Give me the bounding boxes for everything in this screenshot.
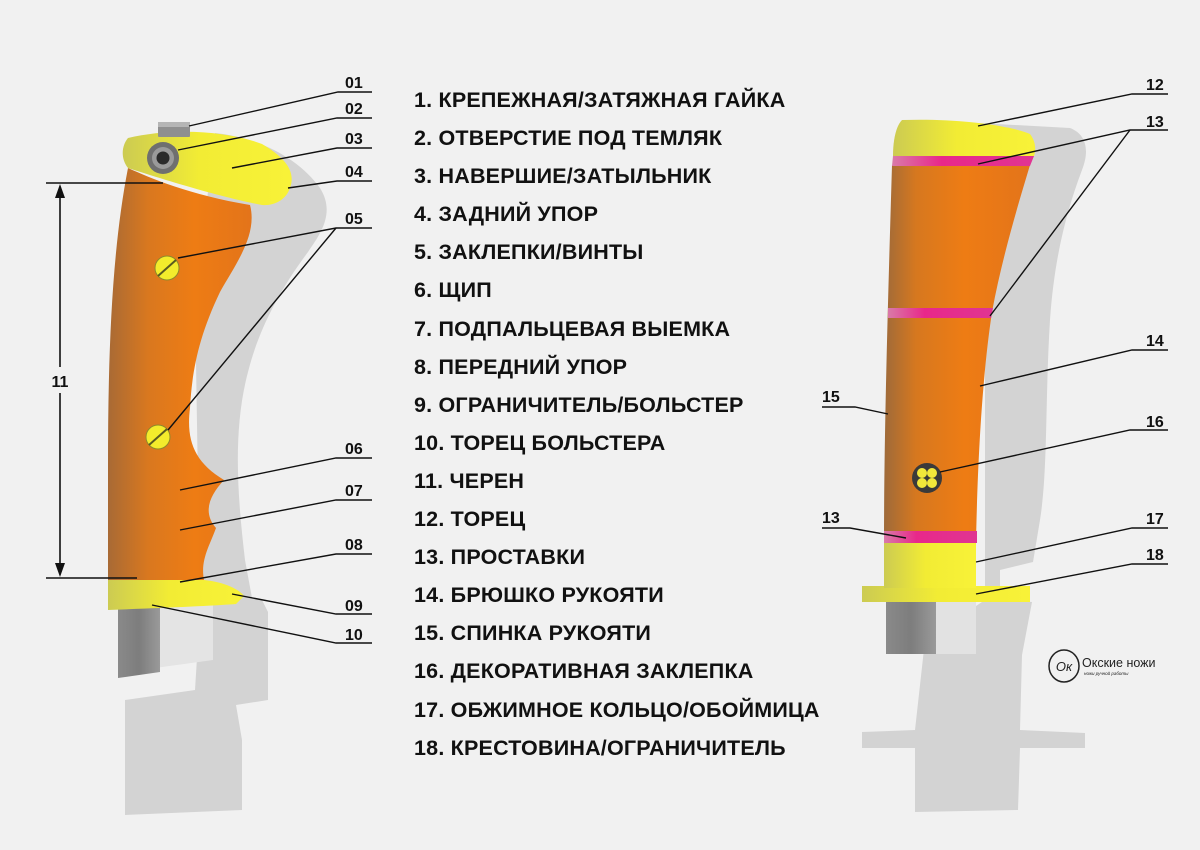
legend-item: 18. КРЕСТОВИНА/ОГРАНИЧИТЕЛЬ	[414, 735, 786, 760]
legend-item: 3. НАВЕРШИЕ/ЗАТЫЛЬНИК	[414, 164, 712, 189]
callout-label-04: 04	[345, 164, 363, 181]
callout-label-16: 16	[1146, 414, 1164, 431]
right-spacer-middle	[888, 308, 993, 318]
left-bolster	[108, 580, 244, 610]
left-handle-body	[108, 168, 252, 580]
right-leader-lines	[822, 93, 1168, 595]
leader-02	[177, 117, 372, 151]
left-blade	[118, 605, 213, 678]
callout-label-09: 09	[345, 598, 363, 615]
left-knife-side-view: 11	[46, 122, 327, 815]
logo-title: Окские ножи	[1082, 656, 1156, 670]
callout-label-03: 03	[345, 131, 363, 148]
right-knife-shadow	[862, 122, 1086, 812]
legend-item: 1. КРЕПЕЖНАЯ/ЗАТЯЖНАЯ ГАЙКА	[414, 88, 786, 112]
legend-item: 10. ТОРЕЦ БОЛЬСТЕРА	[414, 430, 666, 455]
left-rivet-upper	[154, 255, 180, 281]
callout-label-18: 18	[1146, 547, 1164, 564]
leader-14	[979, 349, 1168, 387]
legend-item: 7. ПОДПАЛЬЦЕВАЯ ВЫЕМКА	[414, 316, 731, 341]
callout-label-13: 13	[1146, 114, 1164, 131]
blade-light-face	[155, 605, 213, 668]
legend-item: 14. БРЮШКО РУКОЯТИ	[414, 583, 664, 608]
callout-label-14: 14	[1146, 333, 1164, 350]
leader-12	[977, 93, 1168, 127]
legend-item: 16. ДЕКОРАТИВНАЯ ЗАКЛЕПКА	[414, 659, 754, 684]
callout-label-13-lower: 13	[822, 510, 840, 527]
legend-item: 17. ОБЖИМНОЕ КОЛЬЦО/ОБОЙМИЦА	[414, 697, 820, 722]
legend-item: 11. ЧЕРЕН	[414, 468, 525, 493]
leader-17	[975, 527, 1168, 563]
left-rivet-lower	[145, 424, 171, 450]
dimension-11	[46, 182, 163, 579]
parts-legend: 1. КРЕПЕЖНАЯ/ЗАТЯЖНАЯ ГАЙКА 2. ОТВЕРСТИЕ…	[414, 88, 820, 774]
right-guard	[862, 586, 1030, 602]
leader-18	[975, 563, 1168, 595]
callout-label-15: 15	[822, 389, 840, 406]
logo-monogram: Ок	[1056, 659, 1073, 674]
leader-16	[939, 429, 1168, 473]
leader-05b	[167, 227, 337, 431]
blade-spine-right	[886, 598, 936, 654]
callout-label-10: 10	[345, 627, 363, 644]
callout-label-05: 05	[345, 211, 363, 228]
right-pommel-end	[893, 119, 1036, 156]
nut-highlight	[158, 122, 190, 127]
callout-label-01: 01	[345, 75, 363, 92]
leader-07	[179, 499, 372, 531]
decorative-mosaic-rivet	[912, 463, 942, 493]
leader-08	[179, 553, 372, 583]
right-spacer-bottom	[884, 531, 977, 543]
callout-label-06: 06	[345, 441, 363, 458]
callout-label-07: 07	[345, 483, 363, 500]
legend-item: 8. ПЕРЕДНИЙ УПОР	[414, 354, 628, 379]
right-callout-labels: 12 13 14 15 16 13 17 18	[822, 77, 1164, 564]
leader-06	[179, 457, 372, 491]
lanyard-hole-center	[156, 151, 170, 165]
legend-item: 12. ТОРЕЦ	[414, 507, 526, 532]
left-callout-labels: 01 02 03 04 05 06 07 08 09 10	[345, 75, 363, 644]
leader-15	[822, 406, 889, 415]
right-ferrule	[884, 543, 976, 588]
logo-subtitle: ножи ручной работы	[1084, 670, 1129, 676]
brand-logo: Ок Окские ножи ножи ручной работы	[1048, 649, 1156, 683]
leader-13b	[989, 129, 1131, 317]
legend-item: 6. ЩИП	[414, 278, 492, 303]
callout-label-12: 12	[1146, 77, 1164, 94]
leader-03	[231, 147, 372, 169]
left-leader-lines	[151, 91, 372, 644]
blade-light-face-right	[934, 598, 976, 654]
callout-label-02: 02	[345, 101, 363, 118]
leader-13c	[822, 527, 907, 539]
legend-item: 5. ЗАКЛЕПКИ/ВИНТЫ	[414, 240, 644, 265]
legend-item: 2. ОТВЕРСТИЕ ПОД ТЕМЛЯК	[414, 126, 723, 151]
legend-item: 13. ПРОСТАВКИ	[414, 545, 586, 570]
leader-04	[287, 180, 372, 189]
callout-label-11: 11	[52, 374, 69, 391]
right-spacer-top	[892, 156, 1034, 166]
right-blade	[886, 598, 976, 654]
leader-09	[231, 593, 372, 615]
logo-emblem	[1048, 649, 1080, 683]
leader-01	[188, 91, 372, 127]
blade-spine	[118, 606, 160, 678]
legend-item: 9. ОГРАНИЧИТЕЛЬ/БОЛЬСТЕР	[414, 392, 744, 417]
leader-10	[151, 604, 372, 644]
callout-label-17: 17	[1146, 511, 1164, 528]
legend-item: 15. СПИНКА РУКОЯТИ	[414, 621, 652, 646]
left-knife-shadow	[125, 133, 327, 815]
legend-item: 4. ЗАДНИЙ УПОР	[414, 202, 599, 227]
right-knife-front-view	[862, 119, 1086, 812]
right-handle-body	[884, 165, 1030, 543]
callout-label-08: 08	[345, 537, 363, 554]
